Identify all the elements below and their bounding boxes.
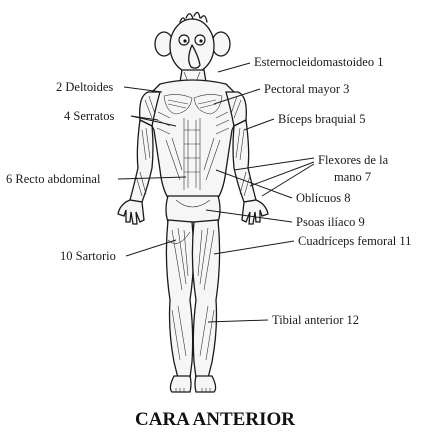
label-sartorio: 10 Sartorio bbox=[60, 249, 116, 263]
right-ear bbox=[212, 32, 230, 56]
label-serratos: 4 Serratos bbox=[64, 109, 114, 123]
label-flexores-line2: mano 7 bbox=[334, 170, 371, 184]
label-flexores-line1: Flexores de la bbox=[318, 153, 389, 167]
left-arm bbox=[130, 120, 153, 202]
diagram-title: CARA ANTERIOR bbox=[135, 409, 295, 430]
label-tibial-anterior: Tibial anterior 12 bbox=[272, 313, 359, 327]
left-foot bbox=[170, 376, 191, 392]
label-obliquos: Oblícuos 8 bbox=[296, 191, 351, 205]
left-hand bbox=[118, 200, 144, 224]
human-figure bbox=[118, 12, 268, 392]
right-foot bbox=[195, 376, 216, 392]
label-deltoides: 2 Deltoides bbox=[56, 80, 113, 94]
label-pectoral-mayor: Pectoral mayor 3 bbox=[264, 82, 349, 96]
right-arm bbox=[233, 120, 256, 202]
label-psoas-iliaco: Psoas ilíaco 9 bbox=[296, 215, 365, 229]
label-biceps-braquial: Bíceps braquial 5 bbox=[278, 112, 365, 126]
torso bbox=[148, 80, 239, 198]
right-hand bbox=[242, 200, 268, 224]
label-esternocleidomastoideo: Esternocleidomastoideo 1 bbox=[254, 55, 383, 69]
label-recto-abdominal: 6 Recto abdominal bbox=[6, 172, 101, 186]
label-cuadriceps-femoral: Cuadríceps femoral 11 bbox=[298, 234, 411, 248]
